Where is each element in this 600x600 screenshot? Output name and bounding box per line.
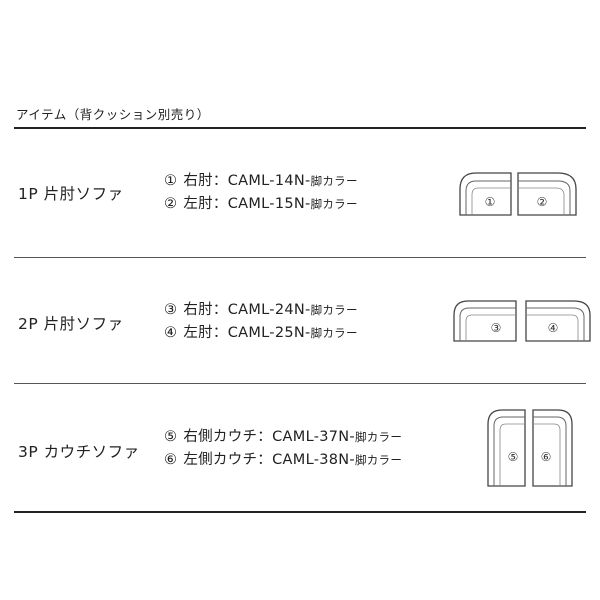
section-heading: アイテム（背クッション別売り） bbox=[16, 107, 210, 122]
row-divider bbox=[14, 383, 586, 384]
bottom-rule bbox=[14, 511, 586, 513]
marker-2: ② bbox=[537, 195, 548, 209]
marker-3: ③ bbox=[491, 321, 502, 335]
marker-6: ⑥ bbox=[541, 450, 552, 464]
marker-4: ④ bbox=[548, 321, 559, 335]
top-rule bbox=[14, 127, 586, 129]
sofa-3p-illustration: ⑤ ⑥ bbox=[486, 408, 574, 488]
row-title: 1P 片肘ソファ bbox=[18, 185, 124, 203]
marker-1: ① bbox=[485, 195, 496, 209]
marker-5: ⑤ bbox=[508, 450, 519, 464]
sofa-2p-illustration: ③ ④ bbox=[452, 299, 592, 343]
row-title: 2P 片肘ソファ bbox=[18, 315, 124, 333]
row-title: 3P カウチソファ bbox=[18, 443, 140, 461]
sofa-1p-illustration: ① ② bbox=[458, 171, 578, 217]
row-divider bbox=[14, 257, 586, 258]
